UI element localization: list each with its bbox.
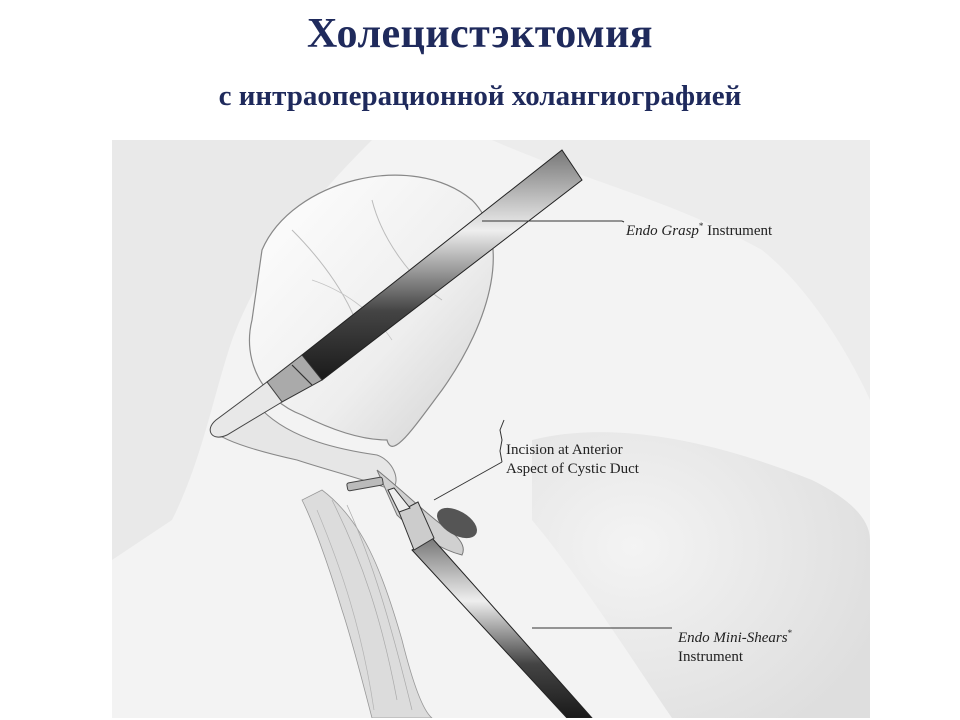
- liver-lobe-right: [492, 140, 870, 400]
- incision-leader-a: [499, 419, 505, 463]
- liver-edge-left: [112, 140, 372, 560]
- incision-leader-b: [433, 461, 503, 501]
- callout-grasp-tail: Instrument: [703, 223, 773, 239]
- slide-title: Холецистэктомия: [306, 11, 654, 57]
- callout-incision-line2: Aspect of Cystic Duct: [506, 461, 639, 477]
- slide-subtitle: с интраоперационной холангиографией: [218, 80, 742, 112]
- surgical-illustration: [112, 140, 870, 718]
- callout-endo-grasp: Endo Grasp* Instrument: [626, 217, 772, 241]
- cystic-duct-bulge: [437, 507, 477, 539]
- illustration-drawing: [112, 140, 870, 718]
- callout-shears-mark: *: [787, 628, 793, 638]
- right-organ: [532, 432, 870, 718]
- callout-endo-mini-shears: Endo Mini-Shears* Instrument: [678, 624, 792, 667]
- callout-incision: Incision at Anterior Aspect of Cystic Du…: [506, 441, 639, 479]
- callout-shears-brand: Endo Mini-Shears: [678, 630, 788, 646]
- endo-grasp-instrument: [209, 149, 583, 438]
- callout-grasp-mark: *: [698, 221, 704, 231]
- endo-mini-shears-instrument: [387, 487, 593, 718]
- callout-grasp-brand: Endo Grasp: [626, 223, 699, 239]
- duct-clip: [346, 476, 384, 492]
- callout-shears-line2: Instrument: [678, 649, 743, 665]
- callout-incision-line1: Incision at Anterior: [506, 442, 623, 458]
